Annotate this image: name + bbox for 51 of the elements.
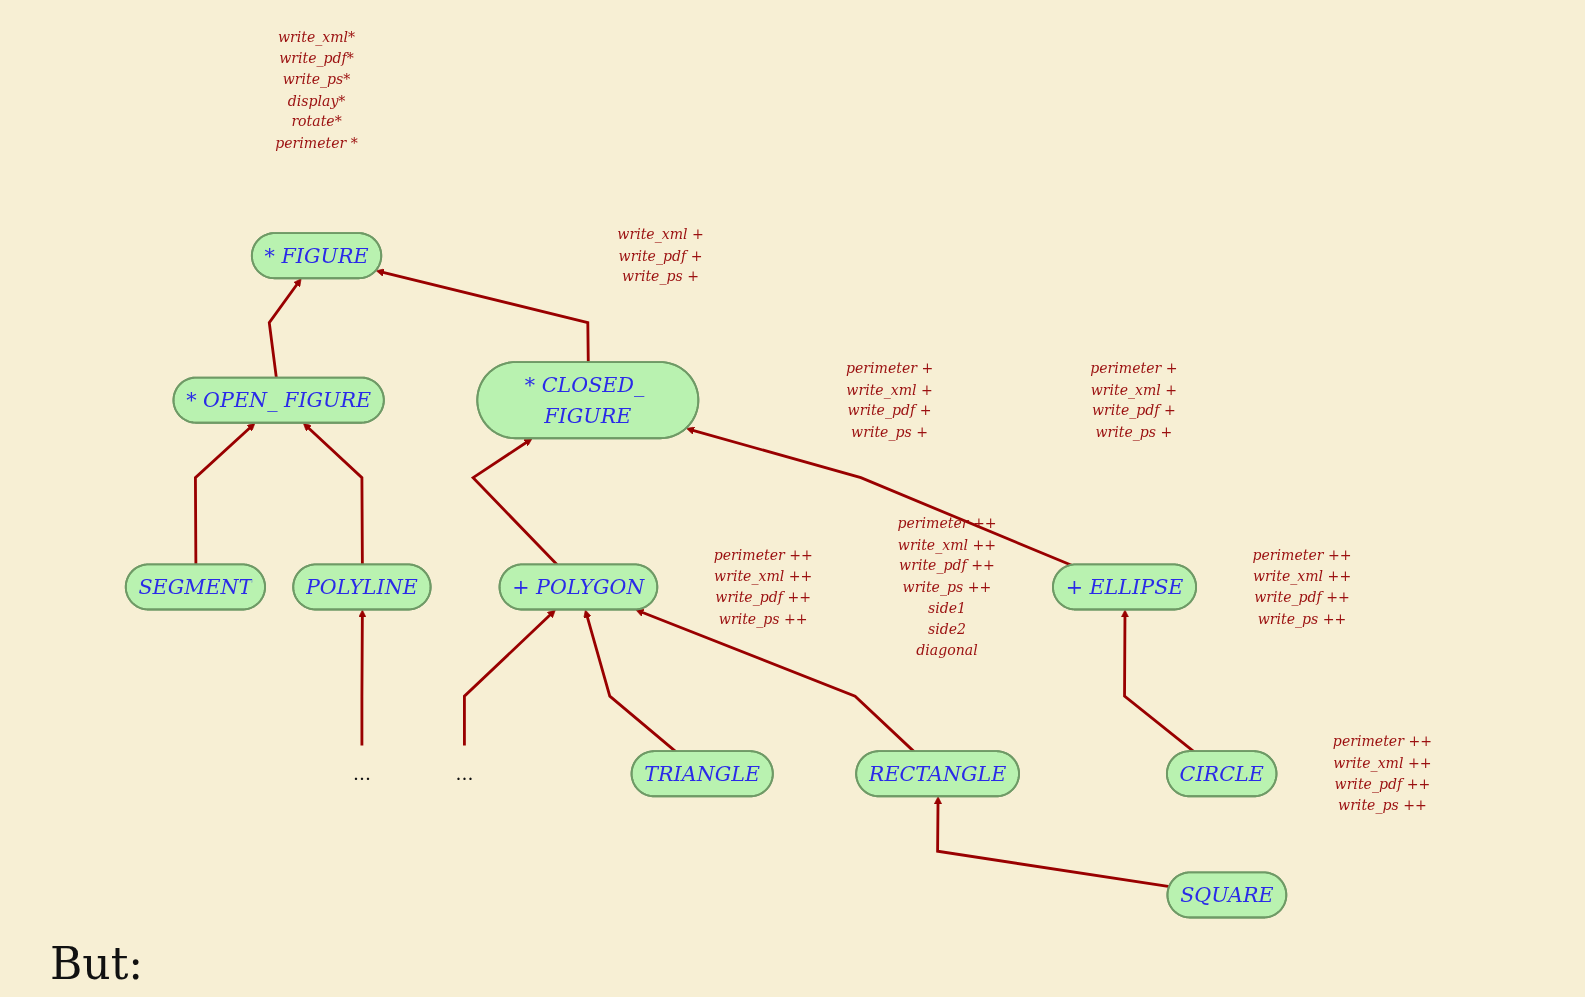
arrow (302, 422, 364, 565)
node-label: side2 (927, 620, 966, 638)
node-label: write_ps + (850, 423, 928, 441)
node-label: rotate* (290, 113, 342, 130)
node-label: write_pdf + (618, 246, 703, 264)
arrow (193, 422, 255, 565)
arrow (357, 609, 366, 746)
note-text: But: (50, 938, 144, 989)
node-label: side1 (927, 599, 966, 617)
node-label: perimeter ++ (896, 514, 997, 532)
node-text: ... (454, 762, 473, 785)
arrow (933, 796, 1170, 889)
node-label: write_ps ++ (1257, 609, 1346, 627)
arrow (582, 609, 677, 753)
node-label: perimeter + (845, 359, 933, 377)
node-label: write_ps + (621, 268, 699, 286)
node-label: diagonal (915, 641, 978, 659)
node-label: write_pdf* (278, 49, 354, 67)
node-label: perimeter + (1089, 359, 1178, 377)
node-label: write_pdf ++ (1334, 775, 1430, 793)
node-label: write_pdf ++ (714, 588, 811, 606)
arrow (267, 278, 301, 379)
node-label: write_xml + (1090, 380, 1177, 398)
node-label: write_ps ++ (902, 578, 991, 596)
node-label: write_ps ++ (718, 609, 808, 627)
node-label: write_xml ++ (713, 567, 812, 585)
node-label: write_pdf ++ (1253, 588, 1350, 606)
arrow (685, 426, 1072, 567)
node-label: perimeter ++ (1251, 546, 1352, 564)
node-label: perimeter * (274, 134, 358, 152)
node-label: write_ps* (282, 70, 350, 88)
arrow (375, 268, 590, 363)
arrow (635, 608, 915, 753)
node-label: write_xml ++ (1252, 567, 1351, 585)
node-label: perimeter ++ (1332, 733, 1432, 751)
arrow (462, 609, 556, 746)
node-label: display* (287, 91, 345, 109)
node-label: write_xml + (845, 380, 933, 398)
node-label: write_xml + (616, 225, 704, 243)
node-label: write_pdf ++ (898, 557, 995, 575)
node-text: ... (352, 762, 371, 785)
node-label: write_xml ++ (1332, 754, 1432, 772)
node-label: write_xml* (277, 28, 355, 46)
node-label: write_pdf + (1091, 402, 1176, 419)
node-label: perimeter ++ (713, 546, 813, 564)
node-label: write_ps ++ (1337, 796, 1427, 814)
node-label: write_ps + (1094, 423, 1172, 441)
arrow (470, 438, 558, 566)
arrow (1120, 609, 1195, 753)
node-label: write_xml ++ (897, 535, 996, 553)
node-label: write_pdf + (847, 402, 932, 419)
